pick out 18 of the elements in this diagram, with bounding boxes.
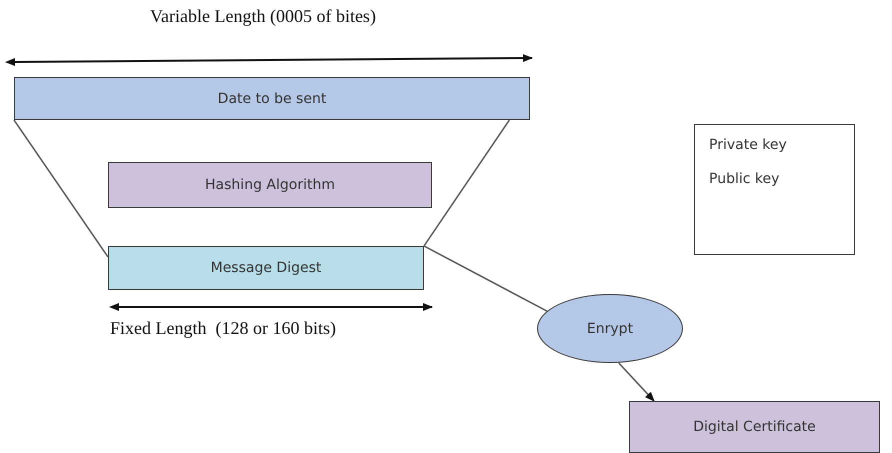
- dimension-label: Variable Length (0005 of bites): [150, 6, 376, 27]
- process-box: [108, 246, 424, 290]
- connector-line: [13, 120, 109, 258]
- connector-line: [424, 245, 548, 312]
- node-text: Hashing Algorithm: [205, 177, 335, 193]
- node-text: Date to be sent: [218, 90, 326, 106]
- node-text: Message Digest: [210, 260, 322, 276]
- process-box: [14, 77, 530, 120]
- node-text: Enrypt: [586, 320, 634, 336]
- node-text: Public key: [709, 171, 780, 187]
- key-list-box: [694, 124, 855, 255]
- dimension-label: Fixed Length (128 or 160 bits): [110, 318, 336, 339]
- arrow: [618, 362, 655, 402]
- connector-line: [423, 120, 510, 246]
- node-text: Digital Certificate: [693, 419, 816, 435]
- process-box: [108, 162, 432, 208]
- node-text: Private key: [709, 137, 787, 153]
- process-box: [629, 401, 880, 453]
